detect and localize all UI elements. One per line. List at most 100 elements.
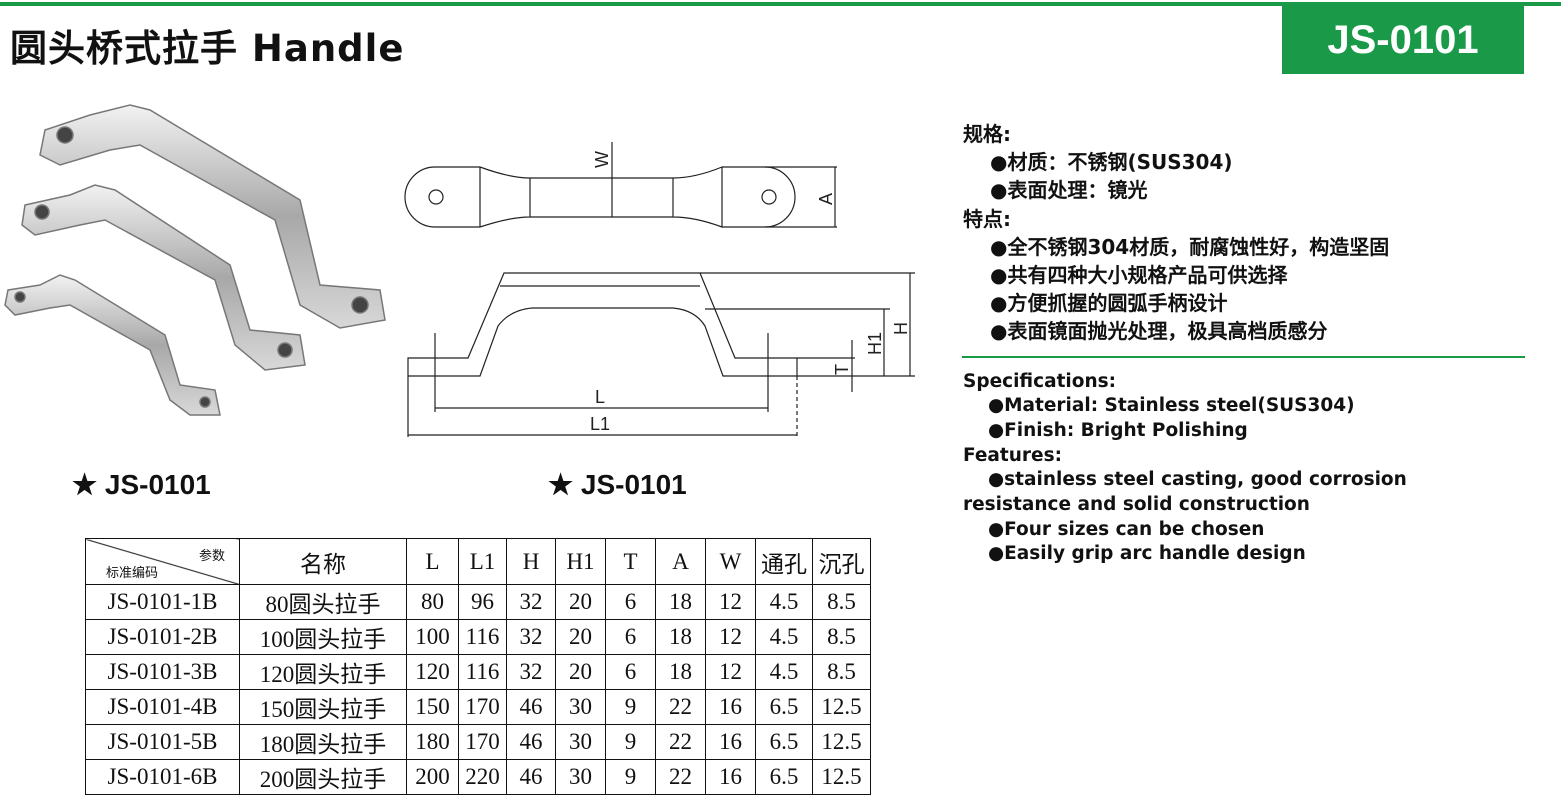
feature-cn-item: ●方便抓握的圆弧手柄设计 [990,291,1228,315]
table-cell: 170 [458,689,507,725]
table-cell: 22 [655,759,706,795]
col-header: 名称 [239,538,407,585]
diag-top-label: 参数 [198,548,225,563]
table-cell: 18 [655,584,706,620]
product-code-badge: JS-0101 [1282,6,1524,74]
feature-en-item-cont: resistance and solid construction [963,494,1310,515]
spec-cn-material: ●材质：不锈钢(SUS304) [990,150,1233,174]
page-title: 圆头桥式拉手 Handle [10,27,405,70]
col-header: T [605,538,656,585]
table-cell: 12.5 [812,689,871,725]
table-cell: 116 [458,619,507,655]
feature-en-item: ●stainless steel casting, good corrosion [988,469,1407,490]
table-cell: 96 [458,584,507,620]
table-cell: 150 [406,689,459,725]
table-cell: 16 [705,689,756,725]
dim-h: H [891,322,911,335]
dim-l1: L1 [590,414,610,434]
table-cell: 46 [506,689,556,725]
diag-header-cell: 参数标准编码 [85,538,240,585]
table-cell: 30 [555,759,606,795]
top-rule [0,2,1561,6]
table-cell: 22 [655,724,706,760]
col-header: 沉孔 [812,538,871,585]
table-cell: 200 [406,759,459,795]
col-header: A [655,538,706,585]
diag-bottom-label: 标准编码 [106,565,159,580]
table-cell: 120 [406,654,459,690]
col-header: H1 [555,538,606,585]
table-cell: 18 [655,654,706,690]
handle-medium [21,184,306,371]
table-cell: 18 [655,619,706,655]
table-cell: 32 [506,619,556,655]
handle-large [39,104,386,329]
spec-en-material: ●Material: Stainless steel(SUS304) [988,395,1355,416]
table-cell: 100 [406,619,459,655]
table-cell: 6.5 [755,724,813,760]
table-cell: 80圆头拉手 [239,584,407,620]
table-cell: 8.5 [812,654,871,690]
table-cell: 46 [506,759,556,795]
table-cell: 30 [555,724,606,760]
spec-cn-finish: ●表面处理：镜光 [990,178,1148,202]
feature-en-heading: Features: [963,445,1063,466]
table-cell: 180 [406,724,459,760]
drawing-caption: ★ JS-0101 [548,469,687,500]
table-cell: 6 [605,654,656,690]
table-cell: 9 [605,724,656,760]
spec-table: 参数标准编码 名称 L L1 H H1 T A W 通孔 沉孔 JS-0101-… [85,538,871,795]
table-cell: 200圆头拉手 [239,759,407,795]
table-cell: 220 [458,759,507,795]
feature-cn-item: ●全不锈钢304材质，耐腐蚀性好，构造坚固 [990,235,1390,259]
table-cell: 46 [506,724,556,760]
feature-en-item: ●Four sizes can be chosen [988,519,1265,540]
table-cell: 100圆头拉手 [239,619,407,655]
table-cell: JS-0101-2B [85,619,240,655]
dim-t: T [832,364,852,375]
feature-cn-item: ●表面镜面抛光处理，极具高档质感分 [990,319,1328,343]
technical-drawing: W A L L1 H H1 T [404,142,915,437]
table-cell: JS-0101-4B [85,689,240,725]
table-cell: 22 [655,689,706,725]
table-cell: 12 [705,584,756,620]
dim-a: A [816,193,836,205]
col-header: W [705,538,756,585]
product-photo [4,104,386,416]
table-cell: JS-0101-3B [85,654,240,690]
table-cell: 6.5 [755,689,813,725]
table-cell: 9 [605,689,656,725]
table-cell: 32 [506,654,556,690]
table-cell: 170 [458,724,507,760]
table-cell: 12.5 [812,759,871,795]
col-header: L1 [458,538,507,585]
table-cell: JS-0101-1B [85,584,240,620]
feature-cn-item: ●共有四种大小规格产品可供选择 [990,263,1288,287]
table-cell: 20 [555,584,606,620]
spec-en-finish: ●Finish: Bright Polishing [988,420,1248,441]
table-cell: JS-0101-6B [85,759,240,795]
dim-h1: H1 [865,332,885,355]
table-cell: 6.5 [755,759,813,795]
col-header: 通孔 [755,538,813,585]
table-cell: 6 [605,619,656,655]
col-header: H [506,538,556,585]
side-view: L L1 H H1 T [407,272,915,437]
table-cell: 4.5 [755,654,813,690]
table-cell: 16 [705,724,756,760]
feature-cn-heading: 特点: [963,207,1011,231]
top-view: W A [404,142,837,228]
col-header: L [406,538,459,585]
table-cell: 8.5 [812,584,871,620]
table-header-row: 参数标准编码 名称 L L1 H H1 T A W 通孔 沉孔 [85,538,871,585]
table-cell: 20 [555,654,606,690]
dim-w: W [592,151,612,168]
feature-en-item: ●Easily grip arc handle design [988,543,1306,564]
table-cell: 4.5 [755,619,813,655]
dim-l: L [595,387,605,407]
